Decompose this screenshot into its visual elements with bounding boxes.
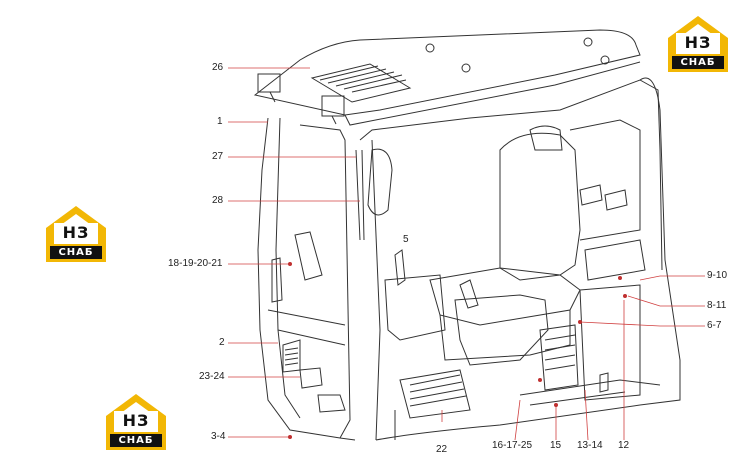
- work-light-left: [257, 73, 281, 93]
- watermark-logo-left: НЗ СНАБ: [44, 204, 108, 262]
- seat-back: [499, 132, 581, 281]
- callout-16-17-25: 16-17-25: [492, 440, 533, 451]
- roof-panel: [253, 29, 641, 116]
- callout-1: 1: [217, 116, 223, 127]
- fastener-dots: [288, 262, 627, 439]
- logo-brand-text: НЗ: [54, 223, 98, 243]
- leader-lines: [228, 67, 705, 441]
- left-console: [384, 274, 446, 341]
- callout-9-10: 9-10: [707, 270, 728, 281]
- logo-brand-text: НЗ: [114, 411, 158, 431]
- callout-22: 22: [436, 444, 448, 455]
- work-light-right: [321, 95, 345, 117]
- callout-8-11: 8-11: [707, 300, 727, 311]
- callout-18-19-20-21: 18-19-20-21: [168, 258, 223, 269]
- callout-2: 2: [219, 337, 225, 348]
- watermark-logo-top-right: НЗ СНАБ: [666, 14, 730, 72]
- callout-6-7: 6-7: [707, 320, 722, 331]
- logo-brand-text: НЗ: [676, 33, 720, 53]
- callout-3-4: 3-4: [211, 431, 226, 442]
- watermark-logo-bottom-left: НЗ СНАБ: [104, 392, 168, 450]
- callout-27: 27: [212, 151, 224, 162]
- callout-28: 28: [212, 195, 224, 206]
- roof-vent-grille: [310, 63, 412, 103]
- logo-sub-text: СНАБ: [50, 246, 102, 259]
- callout-12: 12: [618, 440, 630, 451]
- callout-26: 26: [212, 62, 224, 73]
- seat-cushion: [429, 267, 581, 326]
- callout-15: 15: [550, 440, 562, 451]
- right-console: [454, 294, 549, 366]
- cab-frame: [257, 117, 356, 441]
- callout-5: 5: [403, 234, 409, 245]
- logo-sub-text: СНАБ: [110, 434, 162, 447]
- callout-23-24: 23-24: [199, 371, 225, 382]
- callout-13-14: 13-14: [577, 440, 603, 451]
- mirror: [367, 148, 393, 216]
- logo-sub-text: СНАБ: [672, 56, 724, 69]
